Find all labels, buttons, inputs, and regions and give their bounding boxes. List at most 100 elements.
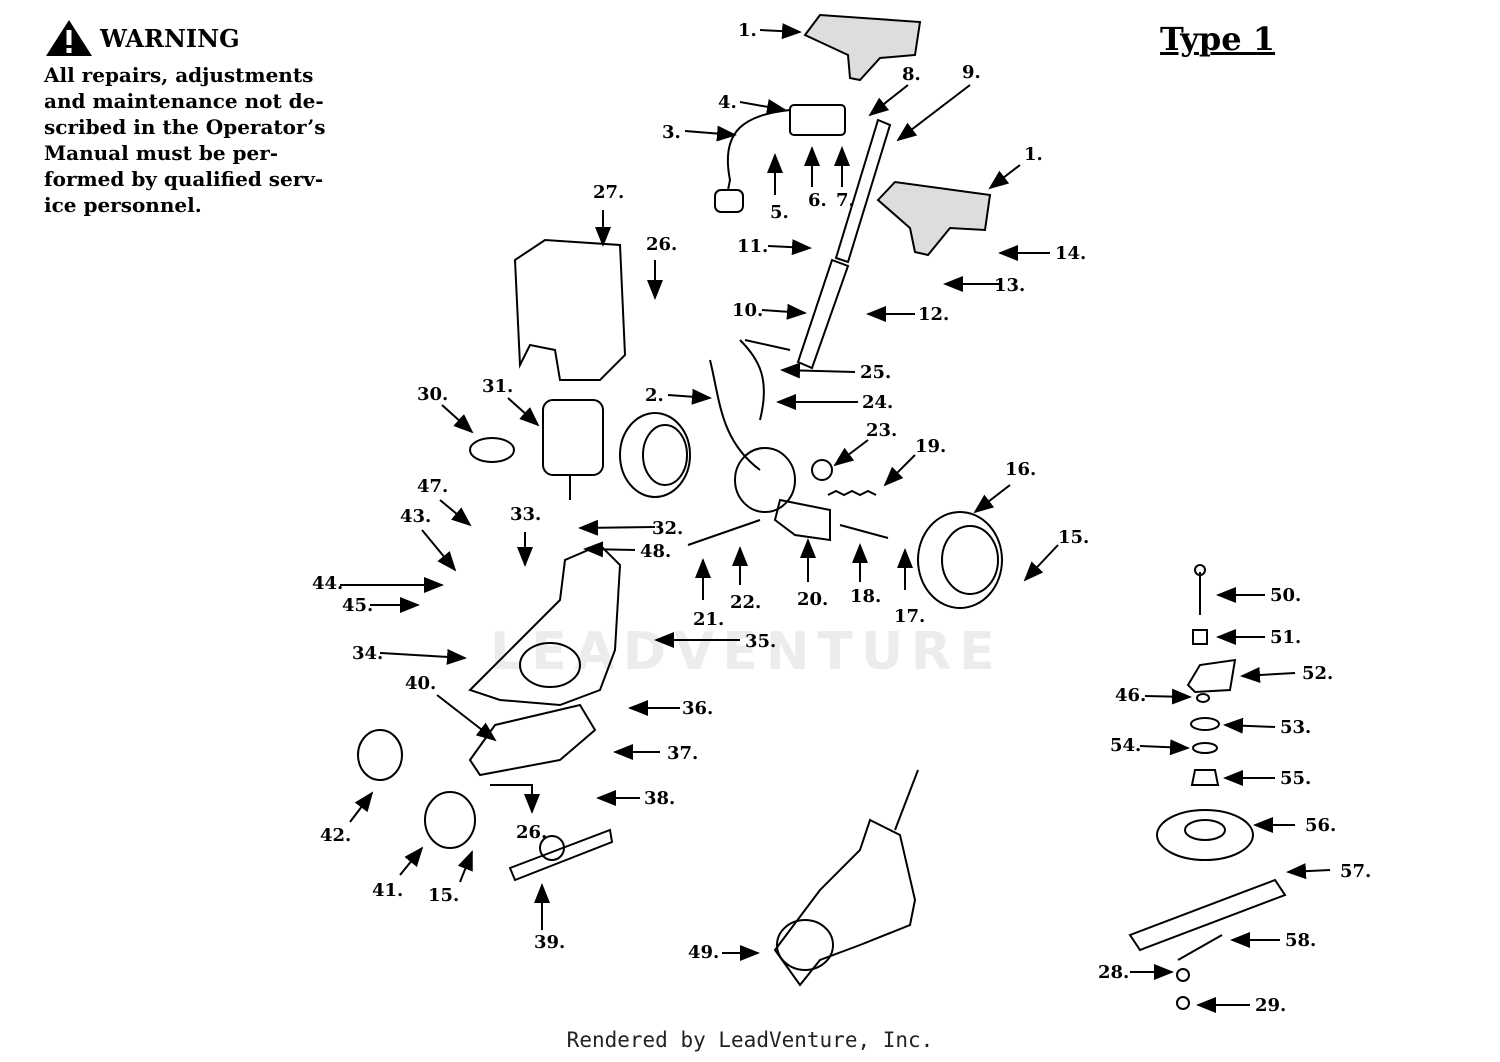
armature-part xyxy=(542,399,604,476)
warning-line: formed by qualified serv- xyxy=(44,167,324,191)
impeller-part xyxy=(1156,809,1254,861)
callout-4: 4. xyxy=(718,92,737,113)
callout-1: 1. xyxy=(1024,144,1043,165)
retaining-ring-part xyxy=(469,437,515,463)
handle-grip-part xyxy=(876,180,992,257)
callout-36: 36. xyxy=(682,698,713,719)
callout-32: 32. xyxy=(652,518,683,539)
callout-11: 11. xyxy=(737,236,768,257)
warning-line: All repairs, adjustments xyxy=(44,63,314,87)
callout-28: 28. xyxy=(1098,962,1129,983)
warning-text: All repairs, adjustments and maintenance… xyxy=(44,62,344,218)
callout-27: 27. xyxy=(593,182,624,203)
type-label: Type 1 xyxy=(1160,20,1276,58)
callout-56: 56. xyxy=(1305,815,1336,836)
callout-53: 53. xyxy=(1280,717,1311,738)
blade-part xyxy=(508,828,614,882)
axle-rod-part xyxy=(839,524,889,539)
wheel-part xyxy=(917,511,1003,609)
callout-21: 21. xyxy=(693,609,724,630)
callout-34: 34. xyxy=(352,643,383,664)
callout-31: 31. xyxy=(482,376,513,397)
callout-43: 43. xyxy=(400,506,431,527)
callout-23: 23. xyxy=(866,420,897,441)
callout-50: 50. xyxy=(1270,585,1301,606)
warning-heading: WARNING xyxy=(44,18,344,58)
callout-2: 2. xyxy=(645,385,664,406)
callout-57: 57. xyxy=(1340,861,1371,882)
pin-part xyxy=(687,519,761,546)
callout-40: 40. xyxy=(405,673,436,694)
handle-tube-part xyxy=(834,118,892,264)
callout-13: 13. xyxy=(994,275,1025,296)
warning-triangle-icon xyxy=(46,20,92,56)
gear-housing-part xyxy=(734,447,796,513)
callout-44: 44. xyxy=(312,573,343,594)
callout-48: 48. xyxy=(640,541,671,562)
callout-15: 15. xyxy=(428,885,459,906)
warning-line: and maintenance not de- xyxy=(44,89,324,113)
callout-41: 41. xyxy=(372,880,403,901)
callout-47: 47. xyxy=(417,476,448,497)
switch-cord-part xyxy=(726,109,791,191)
callout-46: 46. xyxy=(1115,685,1146,706)
callout-8: 8. xyxy=(902,64,921,85)
callout-15: 15. xyxy=(1058,527,1089,548)
callout-33: 33. xyxy=(510,504,541,525)
edger-blade-part xyxy=(1128,878,1287,952)
callout-39: 39. xyxy=(534,932,565,953)
callout-20: 20. xyxy=(797,589,828,610)
warning-line: Manual must be per- xyxy=(44,141,279,165)
switch-part xyxy=(789,104,846,136)
callout-3: 3. xyxy=(662,122,681,143)
callout-25: 25. xyxy=(860,362,891,383)
handle-grip-part xyxy=(803,13,922,82)
spring-part xyxy=(827,489,877,497)
lower-housing-part xyxy=(773,498,831,542)
callout-12: 12. xyxy=(918,304,949,325)
callout-52: 52. xyxy=(1302,663,1333,684)
guard-plate-part xyxy=(468,703,597,777)
callout-26: 26. xyxy=(516,822,547,843)
callout-30: 30. xyxy=(417,384,448,405)
wiring-harness-part xyxy=(709,339,791,471)
callout-55: 55. xyxy=(1280,768,1311,789)
callout-5: 5. xyxy=(770,202,789,223)
plug-part xyxy=(714,189,744,213)
handle-tube-part xyxy=(796,258,850,370)
callout-45: 45. xyxy=(342,595,373,616)
callout-10: 10. xyxy=(732,300,763,321)
warning-title: WARNING xyxy=(100,23,240,53)
callout-6: 6. xyxy=(808,190,827,211)
callout-29: 29. xyxy=(1255,995,1286,1016)
assembled-edger-part xyxy=(773,818,917,987)
wheel-part xyxy=(619,412,691,498)
warning-line: ice personnel. xyxy=(44,193,202,217)
wheel-part xyxy=(424,791,476,849)
callout-7: 7. xyxy=(836,190,855,211)
callout-18: 18. xyxy=(850,586,881,607)
warning-block: WARNING All repairs, adjustments and mai… xyxy=(44,18,344,218)
callout-38: 38. xyxy=(644,788,675,809)
callout-54: 54. xyxy=(1110,735,1141,756)
motor-housing-part xyxy=(513,238,627,381)
main-frame-part xyxy=(468,543,622,707)
callout-24: 24. xyxy=(862,392,893,413)
callout-26: 26. xyxy=(646,234,677,255)
callout-19: 19. xyxy=(915,436,946,457)
mounting-bracket-part xyxy=(1186,658,1237,694)
callout-14: 14. xyxy=(1055,243,1086,264)
footer-credit: Rendered by LeadVenture, Inc. xyxy=(566,1028,934,1052)
callout-22: 22. xyxy=(730,592,761,613)
callout-58: 58. xyxy=(1285,930,1316,951)
callout-17: 17. xyxy=(894,606,925,627)
callout-9: 9. xyxy=(962,62,981,83)
callout-42: 42. xyxy=(320,825,351,846)
callout-37: 37. xyxy=(667,743,698,764)
warning-line: scribed in the Operator’s xyxy=(44,115,326,139)
callout-35: 35. xyxy=(745,631,776,652)
callout-1: 1. xyxy=(738,20,757,41)
callout-49: 49. xyxy=(688,942,719,963)
callout-51: 51. xyxy=(1270,627,1301,648)
